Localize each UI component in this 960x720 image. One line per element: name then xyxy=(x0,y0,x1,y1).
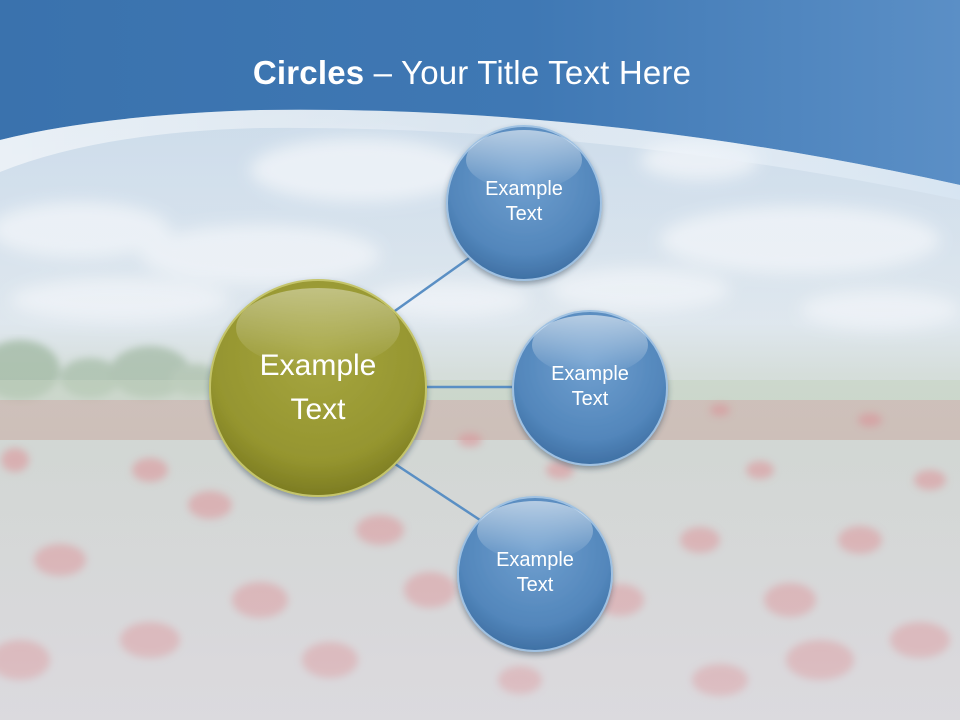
satellite-label-middle: Example Text xyxy=(515,362,665,412)
center-label-line2: Text xyxy=(290,393,346,427)
title-banner xyxy=(0,0,960,200)
connector-bottom xyxy=(391,460,481,522)
satellite-circle-middle xyxy=(512,310,668,466)
satellite-circle-bottom xyxy=(457,496,613,652)
slide-title: Circles – Your Title Text Here xyxy=(0,54,944,92)
satellite-label-top: Example Text xyxy=(449,177,599,227)
satellite-top-line2: Text xyxy=(505,203,543,225)
satellite-middle-line2: Text xyxy=(571,388,609,410)
satellite-middle-line1: Example xyxy=(551,363,629,385)
satellite-bottom-line2: Text xyxy=(516,574,554,596)
center-circle-label: Example Text xyxy=(218,344,418,432)
satellite-label-bottom: Example Text xyxy=(460,548,610,598)
center-label-line1: Example xyxy=(259,349,377,382)
center-circle xyxy=(209,279,427,497)
title-rest: – Your Title Text Here xyxy=(364,54,692,91)
title-bold: Circles xyxy=(252,54,365,91)
satellite-circle-top xyxy=(446,125,602,281)
satellite-bottom-line1: Example xyxy=(496,549,574,571)
connector-top xyxy=(391,254,473,315)
satellite-top-line1: Example xyxy=(485,178,563,200)
